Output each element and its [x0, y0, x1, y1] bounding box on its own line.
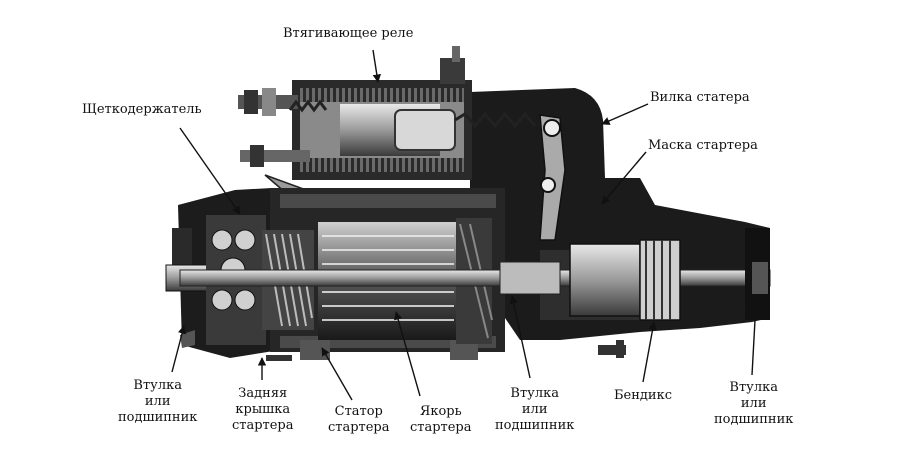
callout-brush-holder: [179, 127, 241, 215]
callout-bushing-right: [751, 301, 760, 376]
label-bushing-left: Втулка или подшипник: [118, 378, 198, 425]
callout-stator: [321, 347, 353, 401]
bendix-drive: [569, 239, 681, 321]
solenoid: [292, 46, 537, 180]
label-rear-cover: Задняя крышка стартера: [232, 386, 294, 433]
label-bushing-middle: Втулка или подшипник: [495, 386, 575, 433]
nose-bushing: [745, 228, 770, 320]
callout-fork: [601, 103, 649, 125]
callout-bushing-left: [171, 325, 187, 373]
label-bendix: Бендикс: [614, 388, 672, 403]
bolts: [266, 340, 626, 361]
callout-bendix: [642, 321, 657, 383]
callout-armature: [394, 311, 421, 397]
shift-fork: [539, 114, 566, 241]
callout-bushing-middle: [509, 295, 531, 379]
label-bushing-right: Втулка или подшипник: [714, 380, 794, 427]
label-brush-holder: Щеткодержатель: [82, 102, 202, 117]
label-solenoid: Втягивающее реле: [283, 26, 414, 41]
callout-solenoid: [372, 49, 381, 83]
callouts: [171, 49, 760, 401]
label-armature: Якорь стартера: [410, 404, 472, 435]
callout-housing: [601, 151, 647, 205]
label-fork: Вилка статера: [650, 90, 750, 105]
label-stator: Статор стартера: [328, 404, 390, 435]
label-housing: Маска стартера: [648, 138, 758, 153]
